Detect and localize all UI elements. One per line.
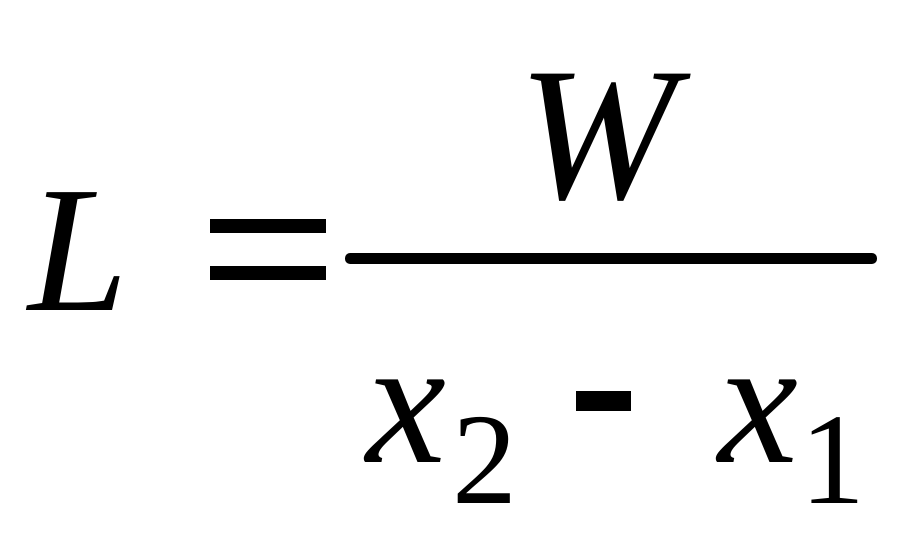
denominator-variable-x2: x bbox=[366, 302, 446, 501]
denominator-variable-x1: x bbox=[718, 302, 798, 501]
variable-l: L bbox=[28, 150, 129, 349]
equals-sign-bottom-bar bbox=[210, 266, 326, 280]
fraction-bar bbox=[345, 253, 877, 264]
numerator-w: W bbox=[518, 30, 677, 240]
subscript-2: 2 bbox=[452, 388, 517, 532]
minus-sign bbox=[576, 391, 631, 411]
subscript-1: 1 bbox=[800, 388, 865, 532]
equals-sign-top-bar bbox=[210, 219, 326, 233]
